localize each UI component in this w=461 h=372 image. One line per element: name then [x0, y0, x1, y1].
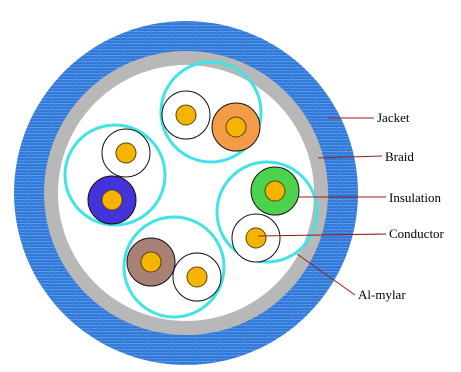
al-mylar-leader-line	[296, 253, 356, 296]
al-mylar-shield-pair-4	[122, 215, 226, 319]
conductor-label: Conductor	[389, 226, 445, 241]
jacket-label: Jacket	[377, 110, 410, 125]
al-mylar-shield-pair-3	[215, 160, 319, 264]
al-mylar-shield-pair-1	[159, 60, 263, 164]
conductor-pair-1-wire-2	[225, 116, 247, 138]
al-mylar-label: Al-mylar	[358, 287, 406, 302]
conductor-pair-3-wire-2	[245, 227, 267, 249]
conductor-pair-4-wire-1	[140, 251, 162, 273]
insulation-label: Insulation	[389, 190, 441, 205]
braid-leader-line	[317, 155, 383, 159]
conductor-pair-2-wire-2	[101, 189, 123, 211]
conductor-pair-4-wire-2	[186, 266, 208, 288]
conductor-pair-3-wire-1	[264, 180, 286, 202]
leader-lines	[257, 117, 387, 296]
conductor-pair-1-wire-1	[175, 104, 197, 126]
braid-label: Braid	[385, 149, 414, 164]
conductor-leader-line	[257, 233, 387, 237]
twisted-pairs	[63, 60, 319, 319]
conductor-pair-2-wire-1	[115, 142, 137, 164]
al-mylar-shield-pair-2	[63, 123, 167, 227]
